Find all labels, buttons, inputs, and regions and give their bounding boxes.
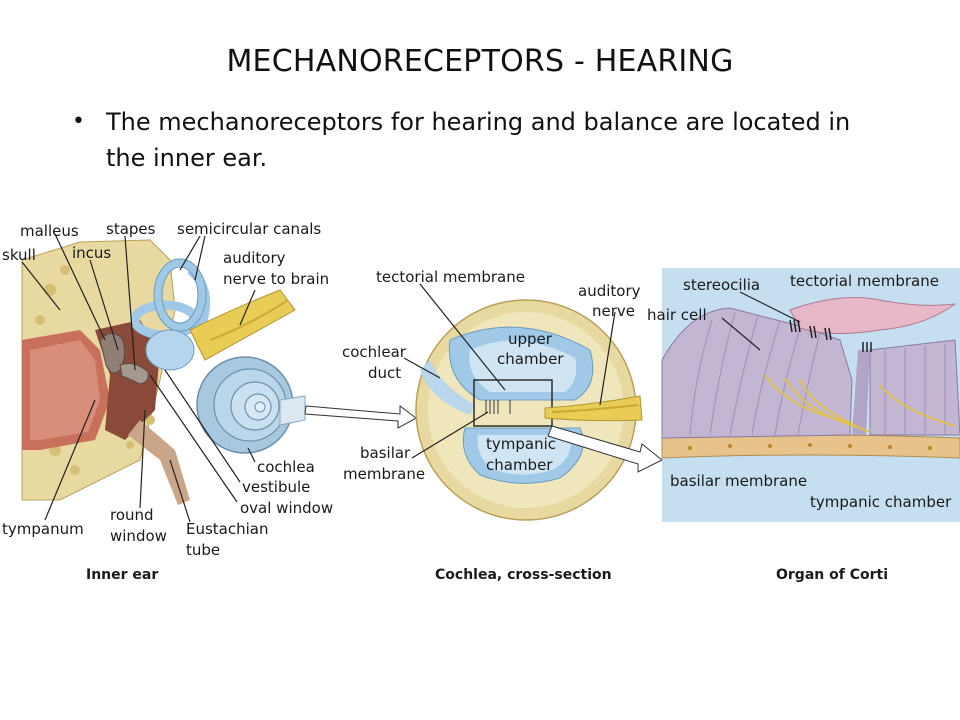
cochlear-duct-shape xyxy=(420,360,475,415)
label-stereocilia: stereocilia xyxy=(683,276,760,294)
caption-cochlea: Cochlea, cross-section xyxy=(435,567,612,583)
caption-inner-ear: Inner ear xyxy=(86,567,158,583)
label-skull: skull xyxy=(2,246,36,264)
label-basilar-cochlea-line1: basilar xyxy=(360,444,411,462)
label-auditory-nerve-line2: nerve to brain xyxy=(223,270,329,288)
label-auditory-nerve-line1: auditory xyxy=(223,249,286,267)
label-tectorial-membrane-cochlea: tectorial membrane xyxy=(376,268,525,286)
organ-of-corti-illustration xyxy=(661,268,960,522)
bullet-text: The mechanoreceptors for hearing and bal… xyxy=(106,108,851,172)
corti-stereocilia xyxy=(789,319,872,352)
corti-leader-lines xyxy=(721,291,801,351)
inner-ear-leader-lines xyxy=(21,233,256,523)
label-auditory-cochlea-line1: auditory xyxy=(578,282,641,300)
label-eustachian-line1: Eustachian xyxy=(186,520,269,538)
cochlea-auditory-nerve xyxy=(544,395,643,422)
cochlea-shape xyxy=(196,356,294,454)
label-malleus: malleus xyxy=(20,222,79,240)
label-round-window-line1: round xyxy=(110,506,154,524)
label-tympanic-cochlea-line1: tympanic xyxy=(486,435,556,453)
slide-title: MECHANORECEPTORS - HEARING xyxy=(226,44,734,79)
label-cochlea: cochlea xyxy=(257,458,315,476)
label-vestibule: vestibule xyxy=(242,478,310,496)
bullet-marker: • xyxy=(72,109,85,134)
label-eustachian-line2: tube xyxy=(186,541,220,559)
label-auditory-cochlea-line2: nerve xyxy=(592,302,635,320)
caption-organ-of-corti: Organ of Corti xyxy=(776,567,888,583)
corti-highlight-box xyxy=(473,379,553,427)
inner-ear-illustration xyxy=(21,239,306,505)
corti-tectorial-membrane xyxy=(789,297,957,335)
hair-cell-mass xyxy=(661,307,853,439)
label-round-window-line2: window xyxy=(110,527,167,545)
label-tectorial-membrane-corti: tectorial membrane xyxy=(790,272,939,290)
label-tympanum: tympanum xyxy=(2,520,84,538)
label-cochlear-duct-line1: cochlear xyxy=(342,343,407,361)
cochlea-cross-section xyxy=(415,299,643,521)
ossicles xyxy=(99,333,126,374)
label-upper-chamber-line1: upper xyxy=(508,330,553,348)
label-stapes: stapes xyxy=(106,220,156,238)
label-basilar-membrane-corti: basilar membrane xyxy=(670,472,807,490)
label-oval-window: oval window xyxy=(240,499,333,517)
label-semicircular-canals: semicircular canals xyxy=(177,220,321,238)
label-tympanic-chamber-corti: tympanic chamber xyxy=(810,493,952,511)
label-upper-chamber-line2: chamber xyxy=(497,350,564,368)
label-incus: incus xyxy=(72,244,111,262)
label-basilar-cochlea-line2: membrane xyxy=(343,465,425,483)
arrow-to-corti xyxy=(547,425,663,473)
label-hair-cell: hair cell xyxy=(647,306,707,324)
ear-anatomy-figure: malleus skull incus stapes semicircular … xyxy=(2,220,960,583)
label-tympanic-cochlea-line2: chamber xyxy=(486,456,553,474)
vestibule-shape xyxy=(145,329,195,371)
arrow-to-cochlea xyxy=(304,405,417,429)
label-cochlear-duct-line2: duct xyxy=(368,364,401,382)
cochlea-leader-lines xyxy=(403,283,616,459)
